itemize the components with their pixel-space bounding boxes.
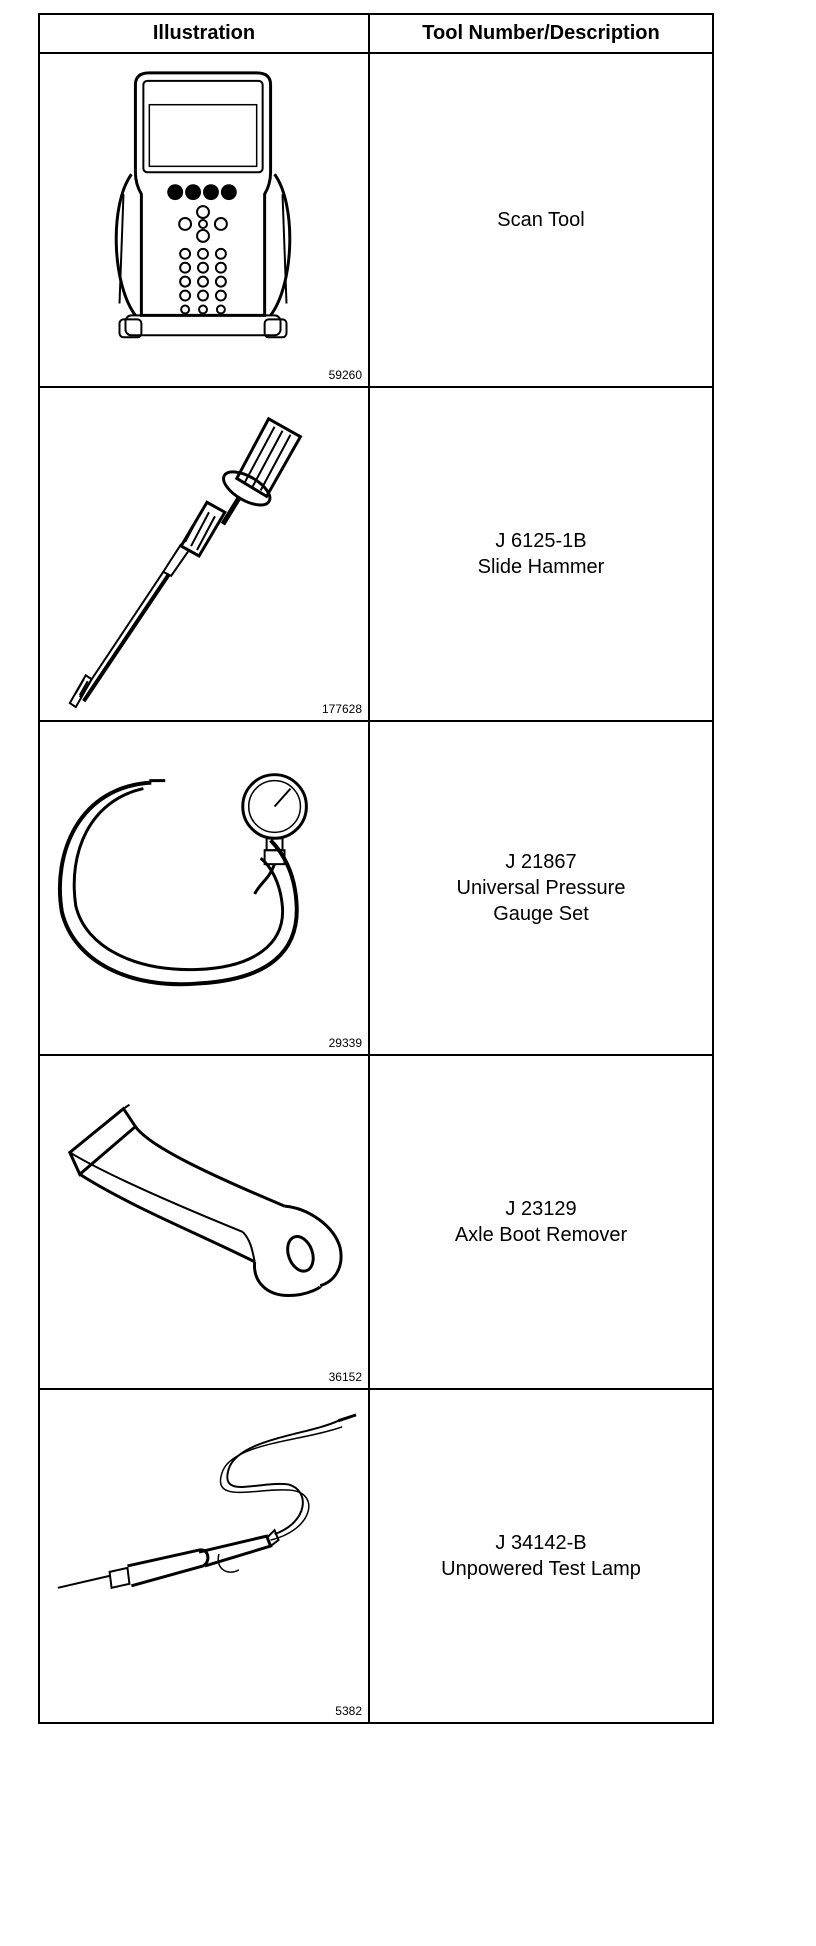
tool-number: J 23129 bbox=[505, 1198, 577, 1220]
figure-number: 177628 bbox=[321, 702, 362, 716]
tool-name: Unpowered Test Lamp bbox=[441, 1558, 641, 1580]
table-row: 29339 J 21867 Universal Pressure Gauge S… bbox=[38, 720, 714, 1056]
illustration-cell: 59260 bbox=[38, 52, 370, 388]
illustration-cell: 177628 bbox=[38, 386, 370, 722]
figure-number: 29339 bbox=[328, 1036, 362, 1050]
tool-number: J 34142-B bbox=[495, 1532, 587, 1554]
figure-number: 5382 bbox=[335, 1704, 362, 1718]
tool-name-line-2: Gauge Set bbox=[493, 903, 589, 925]
tool-name: Slide Hammer bbox=[477, 556, 605, 578]
slide-hammer-illustration bbox=[68, 416, 303, 709]
table-header-row: Illustration Tool Number/Description bbox=[38, 13, 714, 54]
figure-number: 59260 bbox=[328, 368, 362, 382]
tool-number: J 6125-1B bbox=[495, 530, 587, 552]
figure-number: 36152 bbox=[328, 1370, 362, 1384]
scan-tool-illustration bbox=[114, 71, 292, 339]
header-tool-description: Tool Number/Description bbox=[368, 13, 714, 54]
tool-name-line-1: Universal Pressure bbox=[456, 877, 626, 899]
tool-name: Scan Tool bbox=[497, 209, 585, 231]
tool-description-cell: J 21867 Universal Pressure Gauge Set bbox=[368, 720, 714, 1056]
tool-description-cell: J 6125-1B Slide Hammer bbox=[368, 386, 714, 722]
axle-boot-remover-illustration bbox=[67, 1103, 343, 1298]
tool-description-cell: J 23129 Axle Boot Remover bbox=[368, 1054, 714, 1390]
pressure-gauge-illustration bbox=[57, 773, 308, 987]
tool-description-cell: J 34142-B Unpowered Test Lamp bbox=[368, 1388, 714, 1724]
tool-description-cell: Scan Tool bbox=[368, 52, 714, 388]
header-illustration: Illustration bbox=[38, 13, 370, 54]
illustration-cell: 5382 bbox=[38, 1388, 370, 1724]
tools-table: Illustration Tool Number/Description bbox=[38, 13, 714, 1724]
table-row: 59260 Scan Tool bbox=[38, 52, 714, 388]
illustration-cell: 36152 bbox=[38, 1054, 370, 1390]
tool-number: J 21867 bbox=[505, 851, 577, 873]
test-lamp-illustration bbox=[57, 1413, 357, 1590]
table-row: 36152 J 23129 Axle Boot Remover bbox=[38, 1054, 714, 1390]
table-row: 5382 J 34142-B Unpowered Test Lamp bbox=[38, 1388, 714, 1724]
tool-name: Axle Boot Remover bbox=[454, 1224, 628, 1246]
table-row: 177628 J 6125-1B Slide Hammer bbox=[38, 386, 714, 722]
illustration-cell: 29339 bbox=[38, 720, 370, 1056]
